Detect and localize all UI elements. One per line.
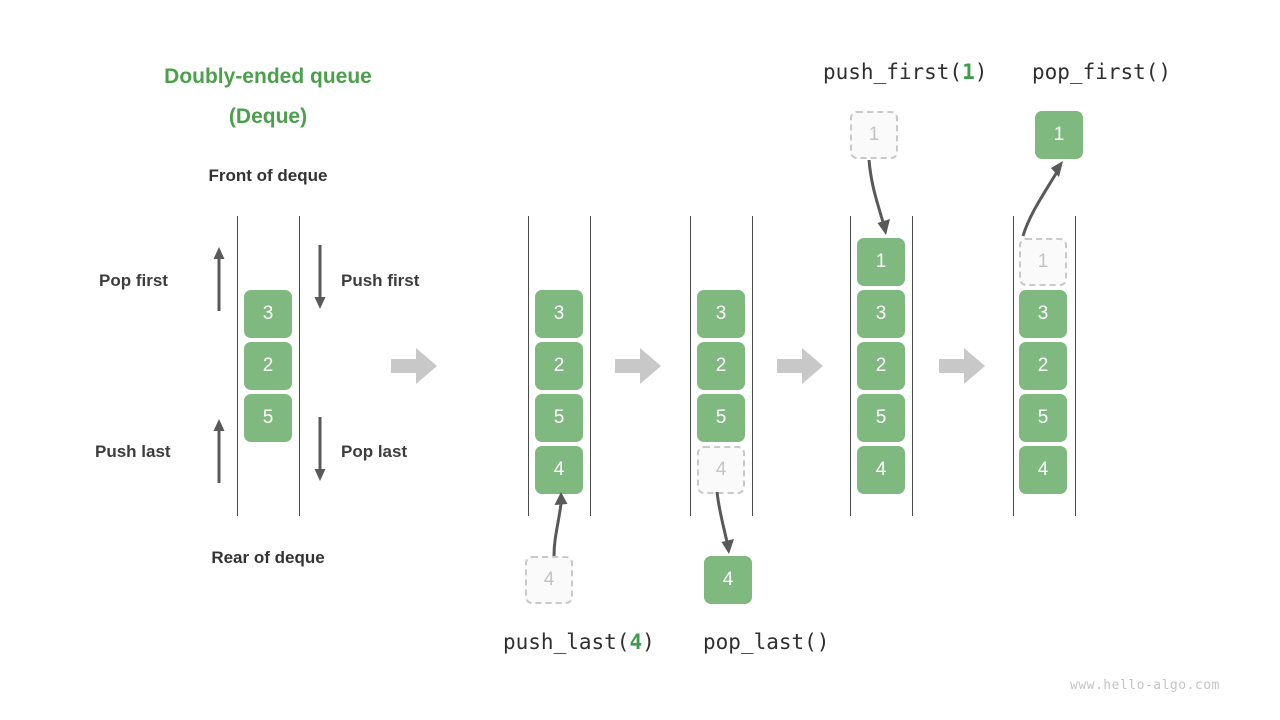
transition-arrow-icon-1	[391, 348, 437, 384]
push-last-op-name: push_last(	[503, 630, 630, 654]
push-first-op-label: push_first(1)	[823, 60, 987, 84]
panel4-rail-rear	[912, 216, 913, 516]
deque-cell: 2	[535, 342, 583, 390]
deque-cell: 2	[697, 342, 745, 390]
deque-cell: 3	[535, 290, 583, 338]
push-first-flow-arrow-icon	[867, 160, 890, 235]
push-last-arrow-icon	[213, 419, 225, 483]
deque-cell: 3	[1019, 290, 1067, 338]
pop-first-arrow-icon	[213, 247, 225, 311]
panel2-rail-rear	[590, 216, 591, 516]
push-first-op-arg: 1	[962, 60, 975, 84]
diagram-title-line2: (Deque)	[228, 105, 308, 128]
panel3-rail-front	[690, 216, 691, 516]
deque-cell: 5	[857, 394, 905, 442]
deque-cell: 3	[244, 290, 292, 338]
incoming-ghost-cell-push-first: 1	[850, 111, 898, 159]
panel5-rail-rear	[1075, 216, 1076, 516]
deque-cell-ghost: 1	[1019, 238, 1067, 286]
pop-first-op-name: pop_first()	[1032, 60, 1172, 84]
deque-stack-after-push-first: 1 3 2 5 4	[857, 238, 905, 494]
front-of-deque-label: Front of deque	[208, 166, 328, 185]
deque-stack-initial: 3 2 5	[244, 290, 292, 442]
deque-stack-after-pop-last: 3 2 5 4	[697, 290, 745, 494]
deque-cell: 3	[857, 290, 905, 338]
panel4-rail-front	[850, 216, 851, 516]
deque-cell: 5	[1019, 394, 1067, 442]
deque-cell: 5	[535, 394, 583, 442]
deque-cell: 5	[244, 394, 292, 442]
pop-last-op-name: pop_last()	[703, 630, 830, 654]
deque-cell: 4	[857, 446, 905, 494]
panel3-rail-rear	[752, 216, 753, 516]
push-last-op-arg: 4	[629, 630, 643, 654]
push-last-op-label: push_last(4)	[503, 630, 655, 654]
panel5-rail-front	[1013, 216, 1014, 516]
deque-cell: 4	[535, 446, 583, 494]
deque-cell: 3	[697, 290, 745, 338]
pop-first-op-label: pop_first()	[1032, 60, 1171, 84]
deque-cell: 5	[697, 394, 745, 442]
pop-first-flow-arrow-icon	[1021, 161, 1063, 237]
transition-arrow-icon-2	[615, 348, 661, 384]
deque-cell: 1	[857, 238, 905, 286]
deque-stack-after-pop-first: 1 3 2 5 4	[1019, 238, 1067, 494]
deque-rail-left-front	[237, 216, 238, 516]
deque-cell: 4	[1019, 446, 1067, 494]
pop-last-arrow-icon	[314, 417, 326, 481]
rear-of-deque-label: Rear of deque	[211, 548, 325, 567]
panel2-rail-front	[528, 216, 529, 516]
deque-cell: 2	[857, 342, 905, 390]
transition-arrow-icon-4	[939, 348, 985, 384]
diagram-title-line1: Doubly-ended queue	[164, 65, 372, 88]
outgoing-cell-pop-last: 4	[704, 556, 752, 604]
deque-cell-ghost: 4	[697, 446, 745, 494]
push-first-op-close: )	[974, 60, 988, 84]
push-first-label: Push first	[341, 271, 420, 290]
transition-arrow-icon-3	[777, 348, 823, 384]
push-first-arrow-icon	[314, 245, 326, 309]
push-last-label: Push last	[95, 442, 171, 461]
push-last-flow-arrow-icon	[552, 492, 568, 557]
push-last-op-close: )	[642, 630, 655, 654]
watermark: www.hello-algo.com	[1070, 678, 1220, 693]
incoming-ghost-cell-push-last: 4	[525, 556, 573, 604]
pop-first-label: Pop first	[99, 271, 168, 290]
deque-rail-left-rear	[299, 216, 300, 516]
pop-last-flow-arrow-icon	[715, 492, 734, 554]
pop-last-op-label: pop_last()	[703, 630, 829, 654]
pop-last-label: Pop last	[341, 442, 408, 461]
outgoing-cell-pop-first: 1	[1035, 111, 1083, 159]
push-first-op-name: push_first(	[823, 60, 963, 84]
deque-cell: 2	[244, 342, 292, 390]
deque-stack-after-push-last: 3 2 5 4	[535, 290, 583, 494]
deque-cell: 2	[1019, 342, 1067, 390]
